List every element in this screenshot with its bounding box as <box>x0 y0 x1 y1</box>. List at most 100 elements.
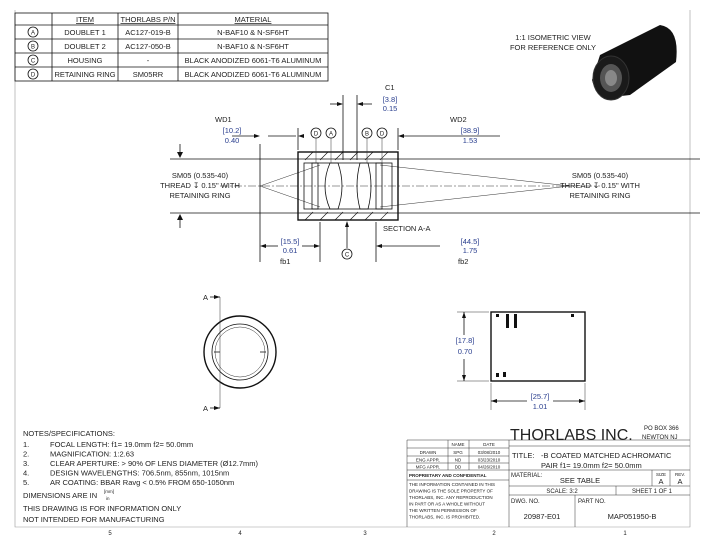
iso-view-note: FOR REFERENCE ONLY <box>510 43 596 52</box>
note-number: 3. <box>23 459 29 468</box>
size-label: SIZE <box>656 472 666 477</box>
not-for-mfg: NOT INTENDED FOR MANUFACTURING <box>23 515 165 524</box>
proprietary: PROPRIETARY AND CONFIDENTIAL <box>409 473 487 478</box>
side-view: [17.8] 0.70 [25.7] 1.01 <box>455 311 586 412</box>
bom-balloon-circle <box>27 26 39 38</box>
bom-item: DOUBLET 2 <box>64 42 106 51</box>
title-line-1: -B COATED MATCHED ACHROMATIC <box>541 451 672 460</box>
approval-role: DRAWN <box>420 450 437 455</box>
bom-pn: SM05RR <box>133 70 164 79</box>
note-text: MAGNIFICATION: 1:2.63 <box>50 450 134 459</box>
disclaimer-line: THORLABS, INC. ANY REPRODUCTION <box>409 495 493 500</box>
bom-pn: - <box>147 56 150 65</box>
drawing-border <box>14 10 691 528</box>
rev-value: A <box>677 477 682 486</box>
wd2-in: 1.53 <box>463 136 478 145</box>
notes: NOTES/SPECIFICATIONS: 1.FOCAL LENGTH: f1… <box>23 429 259 524</box>
bom-pn: AC127-019-B <box>125 28 170 37</box>
cut-label-top: A <box>203 293 208 302</box>
bom-balloon: C <box>31 59 36 65</box>
bom-material: BLACK ANODIZED 6061-T6 ALUMINUM <box>185 70 322 79</box>
approval-role: MFG APPR. <box>416 465 441 470</box>
notes-heading: NOTES/SPECIFICATIONS: <box>23 429 115 438</box>
height-mm: [17.8] <box>456 336 475 345</box>
dwg-number: 20987-E01 <box>524 512 561 521</box>
fb1-in: 0.61 <box>283 246 298 255</box>
disclaimer-line: THE INFORMATION CONTAINED IN THIS <box>409 482 495 487</box>
zone-number: 1 <box>623 531 627 537</box>
note-text: DESIGN WAVELENGTHS: 706.5nm, 855nm, 1015… <box>50 469 229 478</box>
company-name: THORLABS INC. <box>510 427 633 444</box>
col-name: NAME <box>451 442 464 447</box>
info-only: THIS DRAWING IS FOR INFORMATION ONLY <box>23 504 181 513</box>
material-value: SEE TABLE <box>560 476 600 485</box>
note-number: 1. <box>23 440 29 449</box>
bom-balloon-circle <box>27 68 39 80</box>
part-label: PART NO. <box>578 499 606 505</box>
approval-date: 03/08/2010 <box>478 450 501 455</box>
bom-balloon-circle <box>27 40 39 52</box>
approval-date: 03/23/2010 <box>478 457 501 462</box>
wd2-label: WD2 <box>450 115 467 124</box>
section-balloon: D <box>314 132 319 138</box>
disclaimer-line: THORLABS, INC. IS PROHIBITED. <box>409 515 480 520</box>
note-text: AR COATING: BBAR Ravg < 0.5% FROM 650-10… <box>50 478 234 487</box>
material-label: MATERIAL: <box>511 473 543 479</box>
bom-header-pn: THORLABS P/N <box>120 15 175 24</box>
width-mm: [25.7] <box>531 392 550 401</box>
bom-item: RETAINING RING <box>54 70 115 79</box>
c1-in: 0.15 <box>383 104 398 113</box>
part-number: MAP051950-B <box>608 512 657 521</box>
note-number: 4. <box>23 469 29 478</box>
thread-callout-left: THREAD ↧ 0.15" WITH <box>160 181 240 190</box>
section-balloon: B <box>365 132 369 138</box>
bom-balloon: A <box>31 31 35 37</box>
dims-prefix: DIMENSIONS ARE IN <box>23 491 97 500</box>
note-number: 2. <box>23 450 29 459</box>
bom-header-material: MATERIAL <box>235 15 272 24</box>
section-balloon-circle <box>341 248 353 260</box>
bom-material: N-BAF10 & N-SF6HT <box>217 42 289 51</box>
wd1-label: WD1 <box>215 115 232 124</box>
sheet: SHEET 1 OF 1 <box>632 489 673 495</box>
disclaimer-line: DRAWING IS THE SOLE PROPERTY OF <box>409 489 493 494</box>
dims-in: in <box>106 496 110 501</box>
col-date: DATE <box>483 442 495 447</box>
section-view: WD1 [10.2] 0.40 C1 [3.8] 0.15 WD2 [38.9]… <box>160 83 700 266</box>
section-title: SECTION A-A <box>383 224 431 233</box>
bom-item: HOUSING <box>67 56 102 65</box>
thread-callout-right: SM05 (0.535-40) <box>572 171 629 180</box>
scale: SCALE: 3:2 <box>546 489 578 495</box>
approval-date: 04/26/2010 <box>478 465 501 470</box>
zone-number: 5 <box>108 531 112 537</box>
fb2-label: fb2 <box>458 257 468 266</box>
dwg-label: DWG. NO. <box>511 499 540 505</box>
address-2: NEWTON NJ <box>642 435 678 441</box>
size-value: A <box>658 477 663 486</box>
cut-label-bottom: A <box>203 404 208 413</box>
iso-view-label: 1:1 ISOMETRIC VIEW <box>515 33 591 42</box>
bom-material: BLACK ANODIZED 6061-T6 ALUMINUM <box>185 56 322 65</box>
bom-balloon: B <box>31 45 35 51</box>
section-balloon: A <box>329 132 333 138</box>
wd1-in: 0.40 <box>225 136 240 145</box>
title-label: TITLE: <box>512 451 535 460</box>
thread-callout-left: SM05 (0.535-40) <box>172 171 229 180</box>
disclaimer-line: IN PART OR AS A WHOLE WITHOUT <box>409 502 485 507</box>
section-balloon: D <box>380 132 385 138</box>
fb1-mm: [15.5] <box>281 237 300 246</box>
note-text: CLEAR APERTURE: > 90% OF LENS DIAMETER (… <box>50 459 259 468</box>
thread-callout-right: RETAINING RING <box>569 191 630 200</box>
rev-label: REV. <box>675 472 685 477</box>
bom-material: N-BAF10 & N-SF6HT <box>217 28 289 37</box>
wd1-mm: [10.2] <box>223 126 242 135</box>
zone-number: 2 <box>492 531 496 537</box>
bom-row: C HOUSING - BLACK ANODIZED 6061-T6 ALUMINUM <box>27 54 322 66</box>
c1-mm: [3.8] <box>383 95 398 104</box>
front-view: A A <box>203 293 277 413</box>
